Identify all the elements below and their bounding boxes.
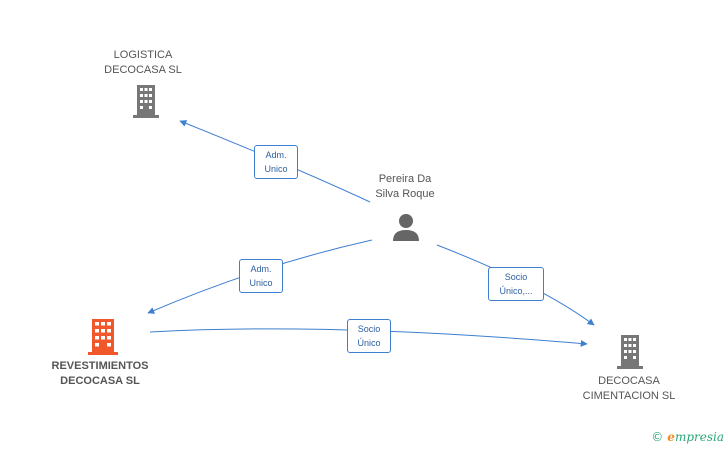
edge-label-line2: Unico — [264, 164, 288, 174]
edge-label-person-logistica[interactable]: Adm. Unico — [254, 145, 298, 179]
brand-footer[interactable]: ©empresia — [651, 430, 724, 444]
brand-logo-text: mpresia — [674, 430, 724, 444]
edge-label-line1: Adm. — [265, 150, 287, 160]
node-logistica-name-line1: LOGISTICA — [113, 49, 173, 61]
node-person-name-line2: Silva Roque — [375, 188, 435, 200]
building-icon[interactable] — [130, 84, 162, 118]
node-revestimientos-name-line1: REVESTIMIENTOS — [51, 360, 149, 372]
brand-logo-initial: e — [667, 430, 675, 444]
edge-label-line1: Adm. — [250, 264, 272, 274]
edge-label-line1: Socio — [357, 324, 381, 334]
node-logistica-name-line2: DECOCASA SL — [104, 64, 182, 76]
node-person-name-line1: Pereira Da — [378, 173, 432, 185]
node-revestimientos-label[interactable]: REVESTIMIENTOS DECOCASA SL — [38, 359, 162, 389]
edge-label-line1: Socio — [504, 272, 528, 282]
focus-building-icon[interactable] — [86, 318, 120, 356]
node-revestimientos-name-line2: DECOCASA SL — [60, 375, 140, 387]
node-cimentacion-label[interactable]: DECOCASA CIMENTACION SL — [572, 374, 686, 404]
edge-label-line2: Unico — [249, 278, 273, 288]
edge-label-line2: Único — [357, 338, 381, 348]
node-cimentacion-name-line1: DECOCASA — [598, 375, 660, 387]
edge-label-person-revestimientos[interactable]: Adm. Unico — [239, 259, 283, 293]
copyright-symbol: © — [651, 430, 664, 444]
edge-label-line2: Único,... — [499, 286, 533, 296]
node-person-label[interactable]: Pereira Da Silva Roque — [350, 172, 460, 202]
edge-label-person-cimentacion[interactable]: Socio Único,... — [488, 267, 544, 301]
node-cimentacion-name-line2: CIMENTACION SL — [582, 390, 676, 402]
person-icon[interactable] — [391, 212, 421, 242]
edge-label-revestimientos-cimentacion[interactable]: Socio Único — [347, 319, 391, 353]
building-icon[interactable] — [614, 334, 646, 370]
node-logistica-label[interactable]: LOGISTICA DECOCASA SL — [88, 48, 198, 78]
